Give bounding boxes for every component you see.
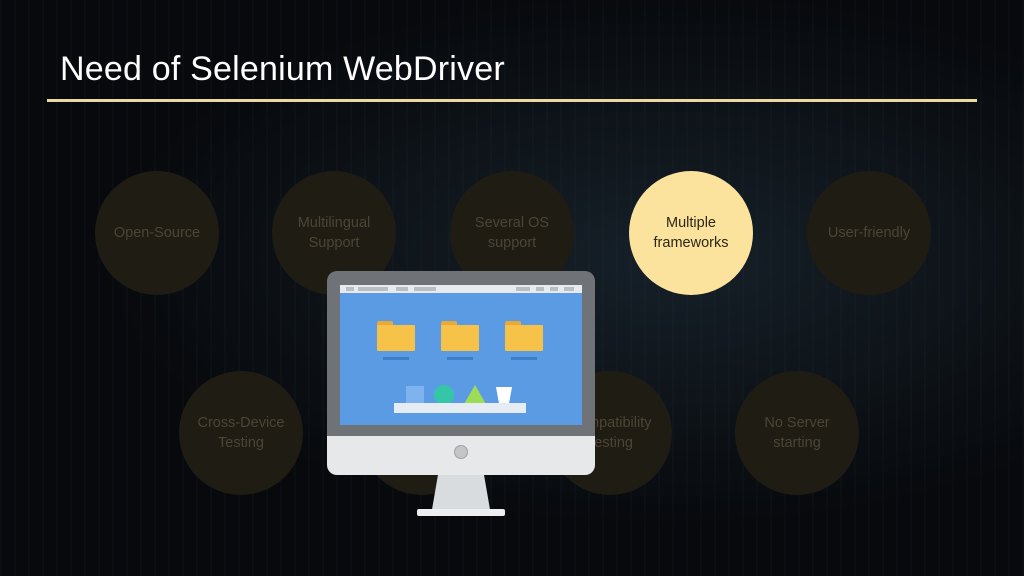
power-button-icon [454, 445, 468, 459]
monitor-screen [340, 285, 582, 425]
desktop-monitor-icon [327, 271, 595, 475]
folder-icon [505, 321, 543, 351]
feature-label: Several OS support [474, 215, 550, 251]
feature-label: No Server starting [764, 415, 830, 451]
feature-label: User-friendly [827, 225, 911, 241]
monitor-stand-base [417, 509, 505, 516]
screen-title-bar [340, 285, 582, 293]
square-shape-icon [406, 386, 424, 404]
cup-shape-icon [496, 387, 512, 403]
feature-cross-device-testing: Cross-Device Testing [179, 371, 303, 495]
folder-icon [377, 321, 415, 351]
folder-caption-line [383, 357, 409, 360]
feature-no-server-starting: No Server starting [735, 371, 859, 495]
circle-shape-icon [434, 385, 454, 405]
triangle-shape-icon [464, 385, 486, 404]
feature-label: Open-Source [113, 225, 201, 241]
feature-label: Cross-Device Testing [197, 415, 285, 451]
folder-icon [441, 321, 479, 351]
shelf [394, 403, 526, 413]
feature-user-friendly: User-friendly [807, 171, 931, 295]
slide-title: Need of Selenium WebDriver [60, 50, 505, 88]
feature-multiple-frameworks: Multiple frameworks [629, 171, 753, 295]
feature-label: Multilingual Support [297, 215, 371, 251]
feature-label: Multiple frameworks [653, 215, 729, 251]
folder-caption-line [511, 357, 537, 360]
monitor-stand [431, 475, 491, 512]
feature-open-source: Open-Source [95, 171, 219, 295]
folder-caption-line [447, 357, 473, 360]
title-underline [47, 99, 977, 102]
